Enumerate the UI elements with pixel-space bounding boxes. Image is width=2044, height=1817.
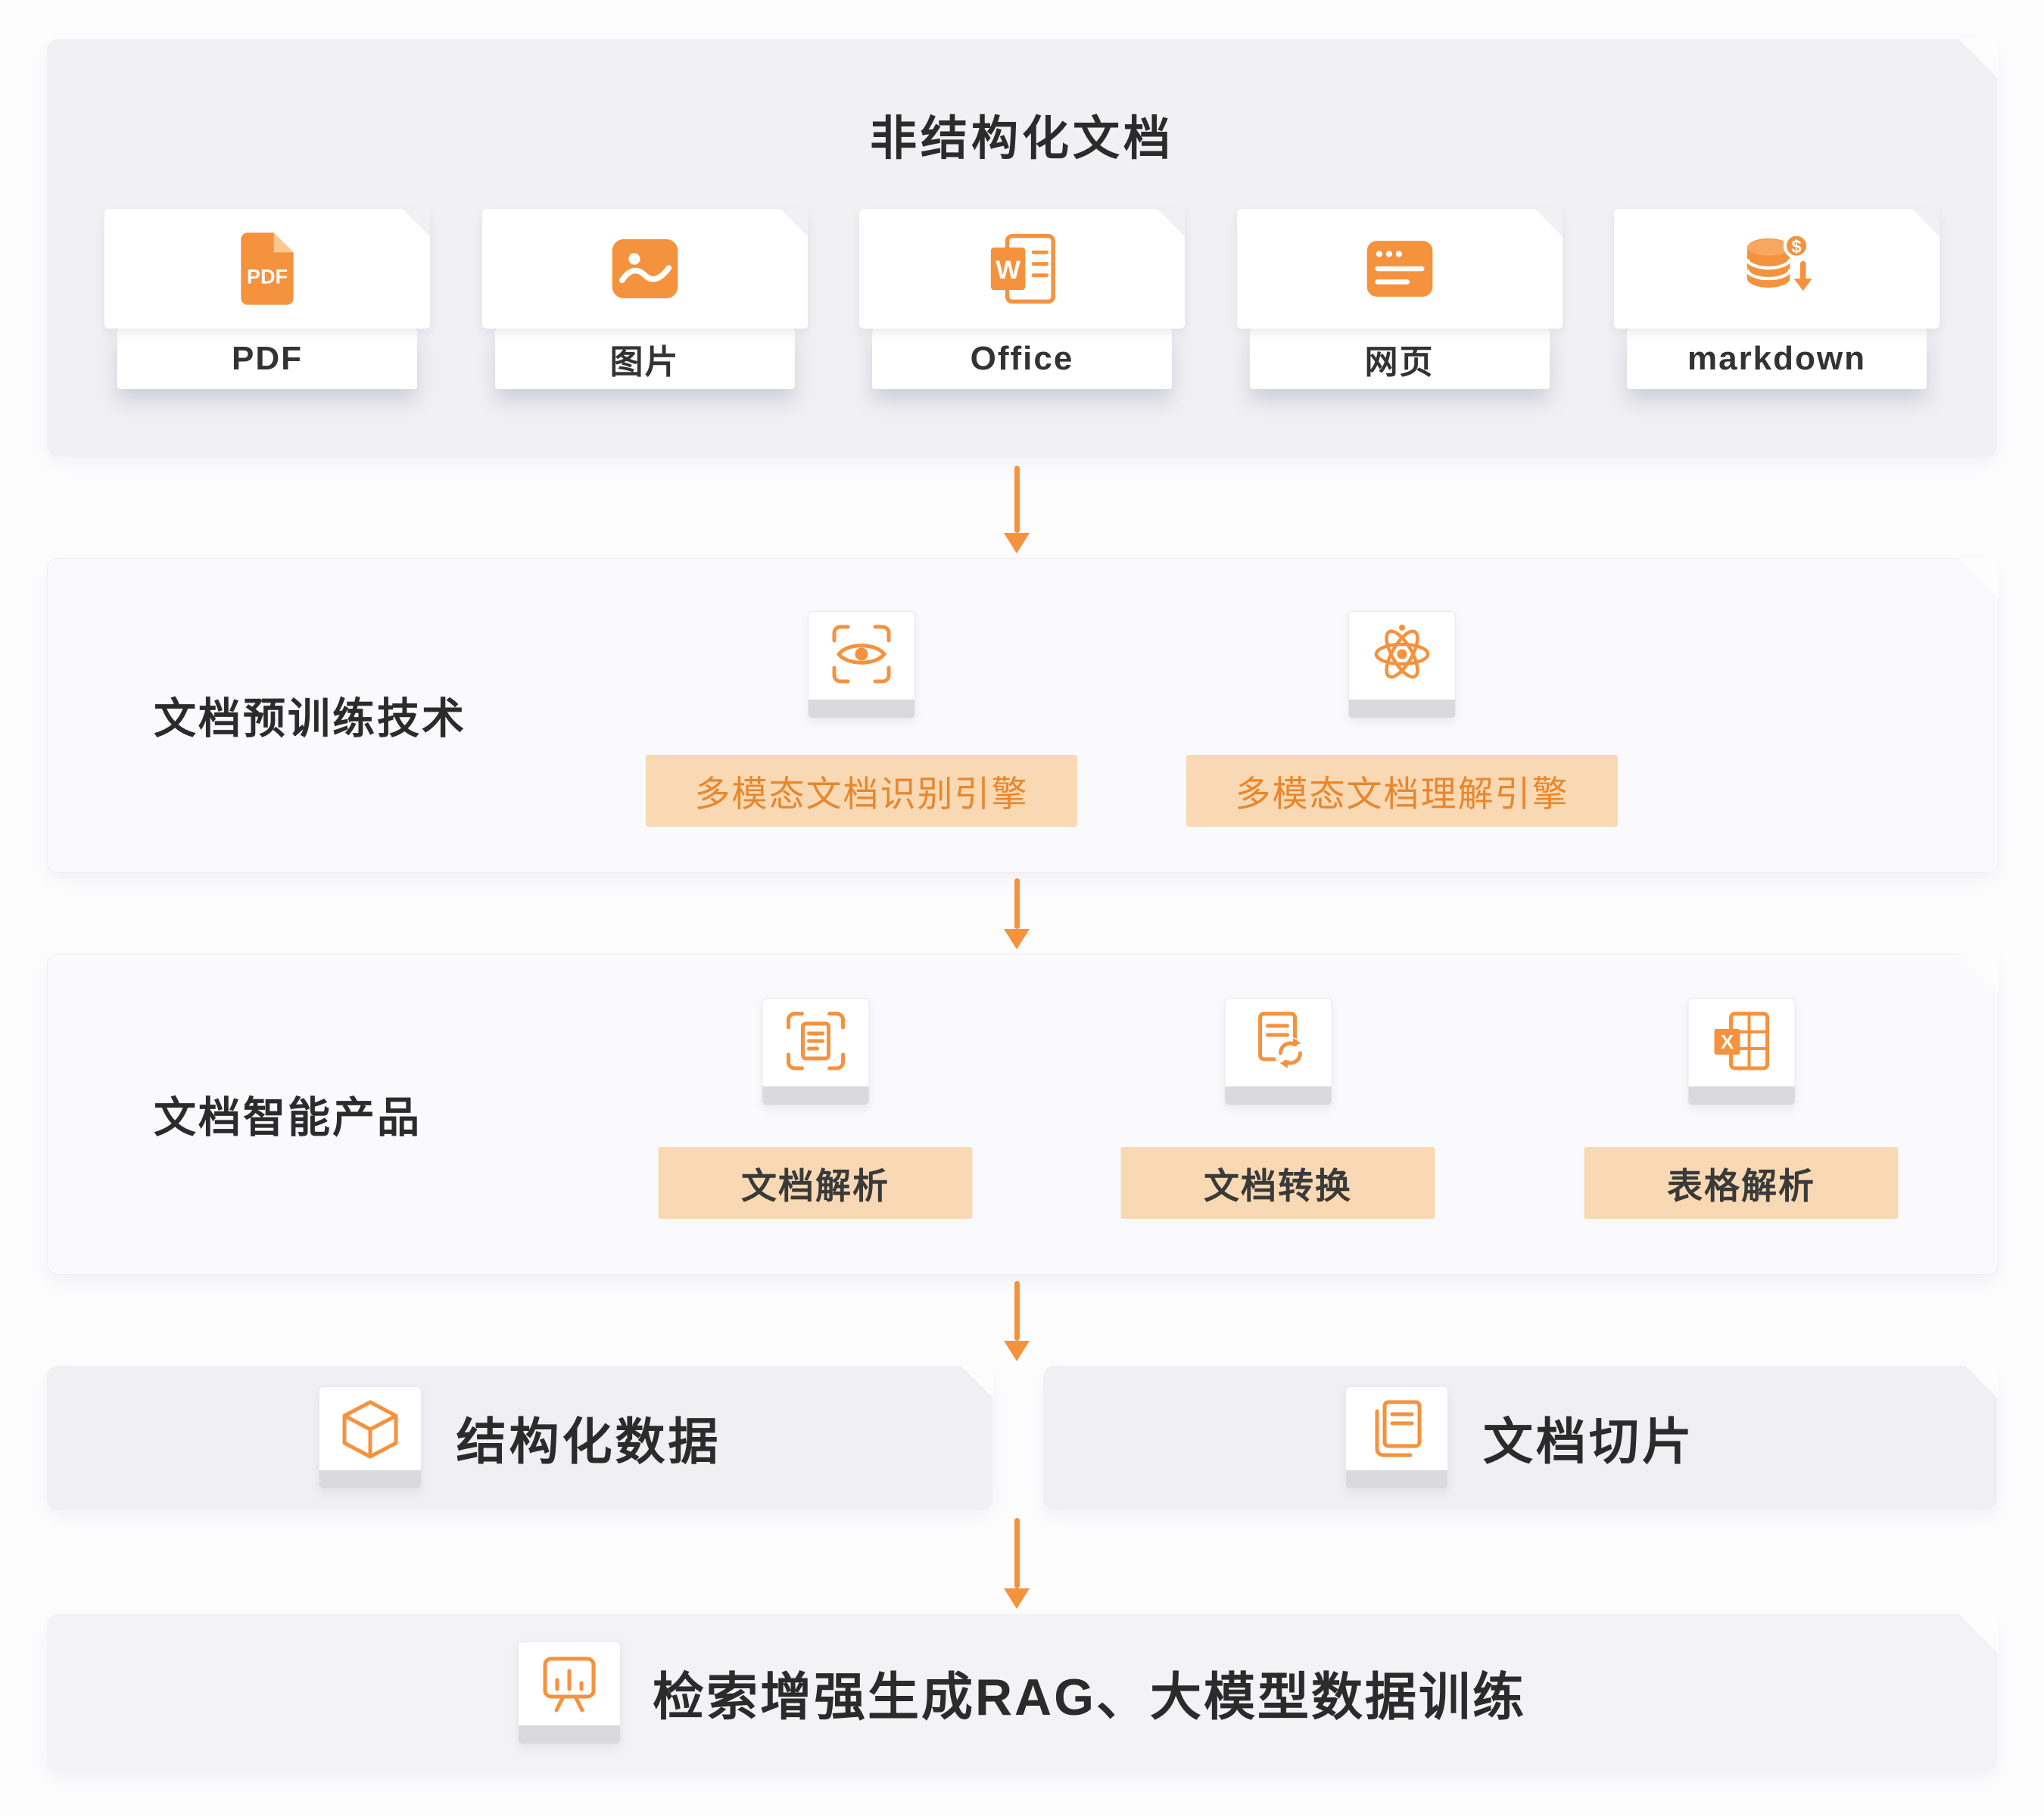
- table-parse-label: 表格解析: [1584, 1147, 1899, 1219]
- svg-text:$: $: [1791, 236, 1801, 257]
- atom-icon: [1348, 611, 1456, 718]
- pretrain-group-understanding: 多模态文档理解引擎: [1186, 611, 1618, 827]
- tile-base: [809, 700, 915, 718]
- cube-icon: [318, 1386, 422, 1489]
- unstructured-docs-title: 非结构化文档: [869, 113, 1174, 165]
- doc-card-pdf: PDF PDF: [104, 209, 430, 389]
- svg-text:X: X: [1720, 1030, 1734, 1053]
- arrow-line: [1014, 1281, 1020, 1341]
- doc-slices-content: 文档切片: [1043, 1366, 1997, 1510]
- doc-card-webpage-label: 网页: [1249, 329, 1550, 389]
- image-icon: [612, 239, 678, 298]
- doc-parse-glyph: [786, 1011, 845, 1071]
- pretrain-group-recognition: 多模态文档识别引擎: [646, 611, 1077, 827]
- doc-slices-label: 文档切片: [1483, 1413, 1695, 1469]
- pretraining-panel: 文档预训练技术 多模态文档识别引擎: [47, 558, 1999, 873]
- doc-parse-label: 文档解析: [658, 1147, 973, 1219]
- svg-text:PDF: PDF: [247, 265, 288, 288]
- understanding-engine-label: 多模态文档理解引擎: [1186, 755, 1618, 827]
- doc-card-markdown-body: $: [1614, 209, 1940, 329]
- tile-base: [1225, 1086, 1331, 1105]
- doc-convert-label: 文档转换: [1120, 1147, 1435, 1219]
- doc-card-image-body: [481, 209, 808, 329]
- arrow-line: [1014, 878, 1020, 929]
- application-panel: 检索增强生成RAG、大模型数据训练: [47, 1613, 1998, 1771]
- product-group-parse: 文档解析: [658, 998, 973, 1219]
- table-parse-icon: X: [1687, 998, 1795, 1105]
- doc-convert-icon: [1224, 998, 1332, 1105]
- doc-slices-box: 文档切片: [1043, 1365, 1998, 1510]
- doc-slices-glyph: [1375, 1400, 1422, 1457]
- office-word-icon: W: [990, 233, 1055, 304]
- arrow-head-icon: [1004, 1341, 1030, 1361]
- doc-card-image: 图片: [481, 209, 808, 389]
- arrow-head-icon: [1004, 533, 1030, 553]
- application-content: 检索增强生成RAG、大模型数据训练: [47, 1614, 1997, 1771]
- structured-data-content: 结构化数据: [47, 1366, 992, 1510]
- doc-slices-icon: [1345, 1386, 1448, 1489]
- tile-base: [1349, 700, 1455, 718]
- atom-glyph: [1374, 625, 1430, 679]
- doc-convert-glyph: [1257, 1011, 1306, 1069]
- product-group-table: X 表格解析: [1584, 998, 1899, 1219]
- doc-card-webpage-body: [1236, 209, 1563, 329]
- doc-card-office: W Office: [859, 209, 1185, 389]
- doc-card-office-label: Office: [872, 329, 1172, 389]
- unstructured-docs-panel: 非结构化文档 PDF PDF: [47, 39, 1998, 457]
- doc-card-pdf-body: PDF: [104, 209, 430, 329]
- arrow-head-icon: [1004, 1588, 1030, 1609]
- structured-data-label: 结构化数据: [456, 1413, 721, 1469]
- tile-base: [1346, 1470, 1447, 1488]
- tile-base: [518, 1725, 620, 1744]
- doc-card-image-label: 图片: [494, 329, 795, 389]
- table-parse-glyph: X: [1714, 1011, 1769, 1071]
- cube-glyph: [342, 1400, 397, 1459]
- markdown-data-icon: $: [1745, 232, 1812, 291]
- doc-parse-icon: [762, 998, 869, 1105]
- arrow-line: [1014, 1518, 1020, 1588]
- application-label: 检索增强生成RAG、大模型数据训练: [652, 1669, 1527, 1726]
- svg-text:W: W: [996, 256, 1020, 285]
- flow-arrow-4: [1000, 1518, 1033, 1609]
- webpage-icon: [1366, 241, 1432, 297]
- doc-card-office-body: W: [859, 209, 1185, 329]
- bar-chart-board-icon: [517, 1641, 621, 1744]
- doc-card-webpage: 网页: [1236, 209, 1563, 389]
- tile-base: [762, 1086, 868, 1105]
- ocr-scan-eye-glyph: [832, 625, 891, 684]
- products-title: 文档智能产品: [154, 1093, 422, 1142]
- flow-arrow-3: [1000, 1281, 1033, 1361]
- pretraining-title: 文档预训练技术: [154, 694, 466, 743]
- bar-chart-board-glyph: [543, 1656, 596, 1712]
- structured-data-box: 结构化数据: [47, 1365, 993, 1510]
- ocr-scan-eye-icon: [808, 611, 915, 718]
- flow-arrow-1: [1000, 466, 1033, 553]
- flow-arrow-2: [1000, 878, 1033, 949]
- doc-card-pdf-label: PDF: [117, 329, 417, 389]
- arrow-line: [1014, 466, 1020, 533]
- arrow-head-icon: [1004, 929, 1030, 949]
- doc-card-markdown: $ markdown: [1614, 209, 1940, 389]
- products-panel: 文档智能产品 文档解析: [47, 954, 1999, 1275]
- pdf-file-icon: PDF: [241, 232, 294, 305]
- recognition-engine-label: 多模态文档识别引擎: [646, 755, 1077, 827]
- tile-base: [319, 1470, 421, 1488]
- tile-base: [1688, 1086, 1794, 1105]
- doc-card-markdown-label: markdown: [1627, 329, 1927, 389]
- product-group-convert: 文档转换: [1120, 998, 1435, 1219]
- source-cards-row: PDF PDF 图片: [104, 209, 1940, 389]
